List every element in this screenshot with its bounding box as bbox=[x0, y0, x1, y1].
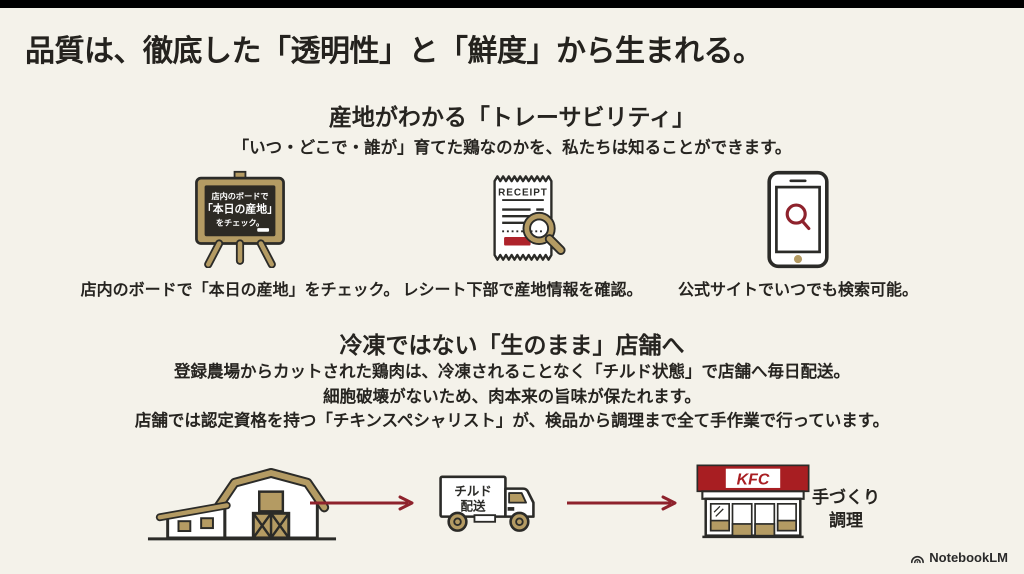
letterbox-bar bbox=[0, 0, 1024, 8]
kfc-sign-text: KFC bbox=[737, 472, 770, 489]
traceability-heading: 産地がわかる「トレーサビリティ」 bbox=[328, 104, 696, 130]
fresh-body: 登録農場からカットされた鶏肉は、冷凍されることなく「チルド状態」で店舗へ毎日配送… bbox=[0, 360, 1024, 434]
handmade-line2: 調理 bbox=[829, 511, 863, 530]
traceability-item-board: 店内のボードで 「本日の産地」 をチェック。 店内のボードで「本日の産地」をチェ… bbox=[75, 168, 405, 300]
receipt-icon: RECEIPT bbox=[395, 168, 650, 270]
handmade-cooking-label: 手づくり 調理 bbox=[806, 486, 886, 532]
traceability-item-web: 公式サイトでいつでも検索可能。 bbox=[668, 168, 928, 300]
receipt-caption: レシート下部で産地情報を確認。 bbox=[402, 282, 643, 299]
chilled-truck-icon: チルド 配送 bbox=[433, 468, 555, 543]
slide-title: 品質は、徹底した「透明性」と「鮮度」から生まれる。 bbox=[25, 35, 763, 68]
watermark-text: NotebookLM bbox=[929, 550, 1008, 565]
board-text-line3: をチェック。 bbox=[216, 217, 264, 227]
fresh-heading: 冷凍ではない「生のまま」店舗へ bbox=[339, 332, 685, 358]
board-text-line1: 店内のボードで bbox=[210, 191, 268, 201]
search-icon bbox=[785, 203, 807, 225]
flow-arrow-icon bbox=[565, 495, 683, 516]
web-caption: 公式サイトでいつでも検索可能。 bbox=[677, 282, 918, 299]
kfc-store-icon: KFC bbox=[692, 462, 814, 544]
fresh-body-line1: 登録農場からカットされた鶏肉は、冷凍されることなく「チルド状態」で店舗へ毎日配送… bbox=[173, 363, 850, 381]
flow-arrow-icon bbox=[308, 495, 420, 516]
chalkboard-icon: 店内のボードで 「本日の産地」 をチェック。 bbox=[75, 168, 405, 270]
fresh-body-line3: 店舗では認定資格を持つ「チキンスペシャリスト」が、検品から調理まで全て手作業で行… bbox=[134, 412, 890, 430]
truck-label-line2: 配送 bbox=[460, 499, 486, 514]
farm-barn-icon bbox=[146, 459, 338, 548]
fresh-body-line2: 細胞破壊がないため、肉本来の旨味が保たれます。 bbox=[323, 387, 701, 406]
smartphone-icon bbox=[668, 168, 928, 270]
board-text-line2: 「本日の産地」 bbox=[202, 202, 278, 216]
traceability-subheading: 「いつ・どこで・誰が」育てた鶏なのかを、私たちは知ることができます。 bbox=[232, 139, 792, 157]
receipt-label: RECEIPT bbox=[498, 187, 548, 198]
board-caption: 店内のボードで「本日の産地」をチェック。 bbox=[80, 282, 400, 299]
handmade-line1: 手づくり bbox=[812, 488, 880, 507]
notebooklm-watermark: NotebookLM bbox=[910, 550, 1008, 565]
notebooklm-logo-icon bbox=[911, 555, 925, 563]
truck-label-line1: チルド bbox=[454, 484, 492, 498]
traceability-item-receipt: RECEIPT レシート下部で産地情報を確認。 bbox=[395, 168, 650, 300]
